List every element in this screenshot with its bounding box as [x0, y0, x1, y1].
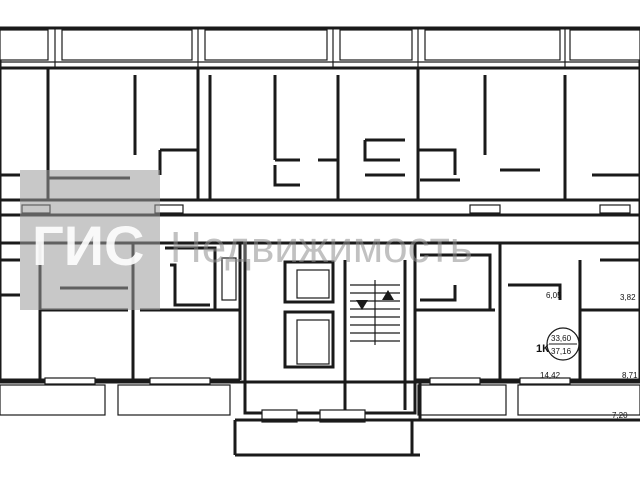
stair-arrow-down-icon — [356, 300, 368, 310]
watermark: ГИС Недвижимость — [20, 170, 473, 310]
watermark-brand-text: Недвижимость — [170, 223, 473, 272]
outer-walls — [0, 26, 640, 384]
unit-area-circle — [546, 327, 580, 361]
unit-labels: 1К 33,60 37,16 6,05 3,82 14,42 8,71 7,20 — [536, 291, 638, 420]
stair-core — [233, 241, 420, 457]
unit-living-area: 33,60 — [551, 334, 572, 343]
lower-left-apartments — [0, 243, 242, 416]
unit-type-label: 1К — [536, 343, 549, 355]
unit-total-area: 37,16 — [551, 347, 572, 356]
loggia-area-label: 7,20 — [612, 411, 628, 420]
room-area-label: 14,42 — [540, 371, 561, 380]
watermark-logo-text: ГИС — [32, 214, 144, 277]
lower-right-apartments — [413, 243, 640, 422]
top-window-band — [0, 28, 640, 70]
kitchen-area-label: 6,05 — [546, 291, 562, 300]
bathroom-area-label: 3,82 — [620, 293, 636, 302]
stair-arrow-up-icon — [382, 290, 394, 300]
hall-area-label: 8,71 — [622, 371, 638, 380]
stair-flight — [350, 280, 400, 345]
watermark-logo-box — [20, 170, 160, 310]
